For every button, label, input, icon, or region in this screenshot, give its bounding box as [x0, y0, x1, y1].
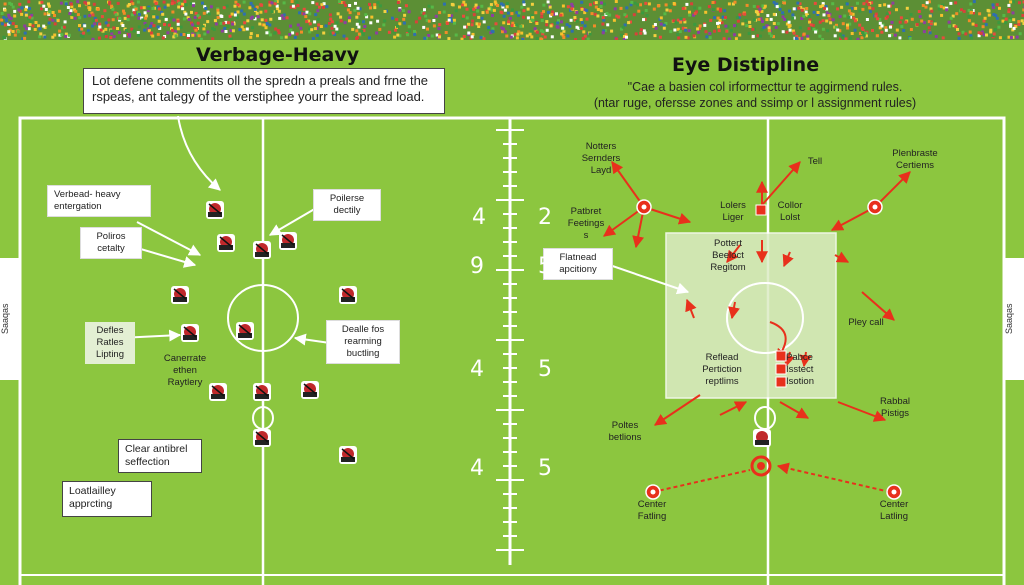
left-title: Verbage-Heavy [196, 44, 360, 66]
red-arrow [874, 171, 911, 208]
right-title: Eye Distipline [672, 54, 820, 76]
red-arrow [830, 206, 876, 231]
assignment-zone [665, 232, 837, 399]
red-arrow [783, 351, 795, 368]
yard-number: 4 [470, 456, 484, 481]
label-plenbrate: Plenbraste Certiems [892, 148, 938, 171]
player-icon [339, 286, 357, 304]
yard-number: 4 [472, 205, 486, 230]
red-arrow [654, 394, 701, 426]
label-poilerse: Poilerse dectily [313, 189, 381, 221]
player-icon [301, 381, 319, 399]
label-collor: Collor Lolst [777, 200, 803, 223]
right-subtitle-line2: (ntar ruge, ofersse zones and ssimp or l… [593, 96, 917, 110]
label-flatnead: Flatnead apcitiony [543, 248, 613, 280]
label-defles: Defles Ratles Lipting [85, 322, 135, 364]
yard-number: 5 [538, 357, 552, 382]
label-notters: Notters Sernders Layd [581, 141, 621, 176]
player-icon [253, 241, 271, 259]
label-play-call: Pley call [848, 317, 884, 328]
player-icon [236, 322, 254, 340]
label-dealle: Dealle fos rearming buctling [326, 320, 400, 364]
player-icon [753, 429, 771, 447]
red-arrow [779, 401, 810, 419]
yard-number: 5 [538, 254, 552, 279]
red-arrow [603, 206, 645, 237]
marker-dot [872, 204, 878, 210]
left-intro-line2: rspeas, ant talegy of the verstiphee you… [92, 89, 425, 105]
marker-dot [650, 489, 656, 495]
player-icon [171, 286, 189, 304]
label-poltes: Poltes betlions [608, 420, 642, 443]
label-verbead: Verbead- heavy entergation [47, 185, 151, 217]
yard-number: 2 [538, 205, 552, 230]
right-side-label: Saaqas [1004, 258, 1024, 380]
red-dashed-arrow [776, 462, 891, 493]
red-arrow [728, 301, 740, 320]
player-icon [339, 446, 357, 464]
red-square-marker [755, 204, 767, 216]
label-patbret: Patbret Feetings s [567, 206, 605, 241]
label-tell: Tell [807, 156, 823, 167]
yard-number: 5 [538, 456, 552, 481]
label-rabbal: Rabbal Pistigs [879, 396, 911, 419]
player-icon [181, 324, 199, 342]
player-icon [217, 234, 235, 252]
red-arrow [861, 291, 895, 321]
clear-antibrel-box: Clear antibrel seffection [118, 439, 202, 473]
red-square-marker [775, 350, 787, 362]
red-assignment-arrows [603, 161, 911, 493]
label-reflead: Reflead Pertiction reptlims [702, 352, 742, 387]
left-intro-line1: Lot defene commentits oll the spredn a p… [92, 73, 429, 88]
red-dashed-line [652, 469, 751, 493]
label-pabce: Pabce Isstect Isotion [786, 352, 814, 387]
red-arrow [719, 401, 748, 416]
right-markers [636, 199, 902, 500]
red-arrow [726, 244, 741, 263]
crowd-banner [0, 0, 1024, 40]
label-potbert: Pottert Beeloct Regitom [710, 238, 746, 273]
label-poliros: Poliros cetalty [80, 227, 142, 259]
red-arrow [834, 251, 850, 263]
red-arrow [837, 401, 887, 422]
red-arrow [799, 351, 812, 368]
left-side-label: Saaqas [0, 258, 20, 380]
target-marker [750, 455, 772, 477]
red-arrow [761, 161, 801, 206]
label-canerrate: Canerrate ethen Raytlery [163, 353, 207, 388]
label-lolers: Lolers Liger [720, 200, 746, 223]
yard-number: 4 [470, 357, 484, 382]
yard-number: 9 [470, 254, 484, 279]
red-square-marker [775, 363, 787, 375]
target-center [757, 462, 765, 470]
player-icon [253, 383, 271, 401]
marker-dot [641, 204, 647, 210]
player-icon [279, 232, 297, 250]
left-intro-box: Lot defene commentits oll the spredn a p… [83, 68, 445, 114]
marker-dot [891, 489, 897, 495]
red-arrow [611, 161, 645, 208]
yard-hash-marks [496, 129, 524, 551]
red-arrow [782, 251, 794, 268]
right-subtitle-line1: "Cae a basien col irformecttur te aggirm… [627, 80, 903, 94]
label-center-latling: Center Latling [879, 499, 909, 522]
loatlailley-box: Loatlailley apprcting [62, 481, 152, 517]
label-center-fatling: Center Fatling [637, 499, 667, 522]
player-icon [206, 201, 224, 219]
red-arrow [685, 298, 697, 319]
red-arrow [643, 206, 692, 225]
player-icon [209, 383, 227, 401]
left-players [171, 201, 357, 464]
red-square-marker [775, 376, 787, 388]
player-icon [253, 429, 271, 447]
